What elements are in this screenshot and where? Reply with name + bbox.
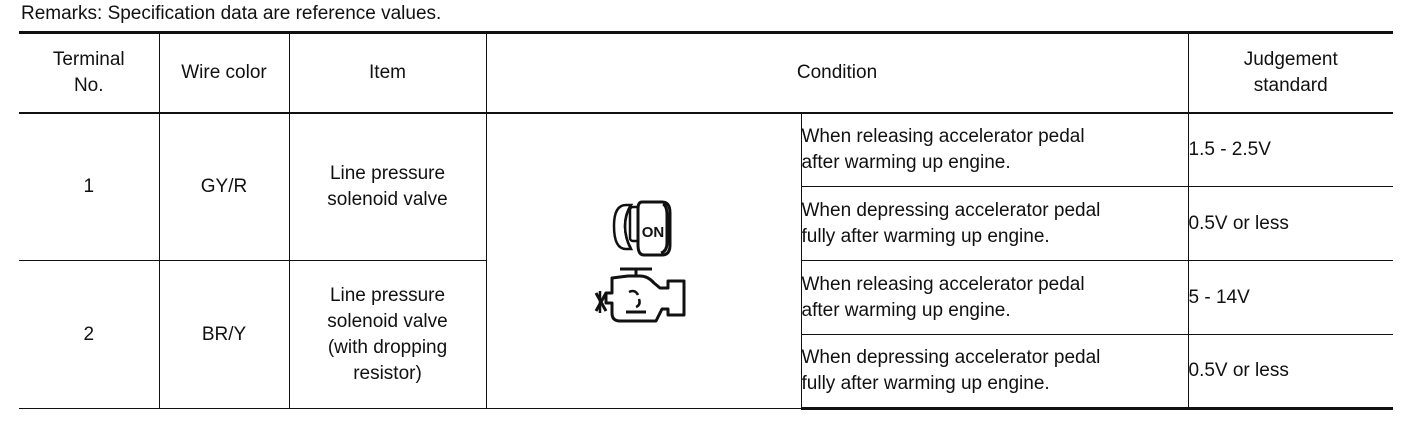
item-cell: Line pressure solenoid valve <box>288 112 487 261</box>
wire-color-cell: BR/Y <box>158 260 290 409</box>
judgement-standard-cell: 0.5V or less <box>1187 334 1393 410</box>
header-wire-color: Wire color <box>158 31 290 114</box>
table-row: When depressing accelerator pedal fully … <box>19 334 1393 410</box>
item-line: solenoid valve <box>327 310 448 332</box>
table-row: 2 BR/Y Line pressure solenoid valve (wit… <box>19 260 1393 409</box>
condition-text-cell: When releasing accelerator pedal after w… <box>800 260 1189 335</box>
condition-line: fully after warming up engine. <box>801 225 1050 247</box>
condition-line: after warming up engine. <box>801 299 1011 321</box>
header-judgement-line1: Judgement <box>1243 48 1338 70</box>
condition-line: When depressing accelerator pedal <box>801 199 1101 221</box>
item-line: Line pressure <box>329 284 446 306</box>
table-row: When depressing accelerator pedal fully … <box>19 186 1393 261</box>
ignition-key-on-icon: ON <box>612 200 671 257</box>
judgement-standard-cell: 5 - 14V <box>1187 260 1393 335</box>
condition-line: When releasing accelerator pedal <box>801 125 1085 147</box>
wire-color-cell: GY/R <box>158 112 290 261</box>
table-header-row: Terminal No. Wire color Item Condition J… <box>19 31 1393 114</box>
header-condition: Condition <box>485 31 1189 114</box>
remarks-note: Remarks: Specification data are referenc… <box>21 3 442 24</box>
header-terminal-line1: Terminal <box>52 48 125 70</box>
header-judgement-standard: Judgement standard <box>1187 31 1393 114</box>
condition-text-cell: When depressing accelerator pedal fully … <box>801 334 1189 410</box>
header-judgement-line2: standard <box>1253 74 1328 96</box>
judgement-standard-cell: 1.5 - 2.5V <box>1187 112 1393 187</box>
condition-line: When depressing accelerator pedal <box>801 347 1101 368</box>
condition-line: fully after warming up engine. <box>801 373 1050 394</box>
header-item: Item <box>288 31 487 114</box>
item-line: solenoid valve <box>327 188 448 210</box>
table-row: 1 GY/R Line pressure solenoid valve ON <box>19 112 1393 409</box>
terminal-number-cell: 2 <box>19 260 160 409</box>
condition-line: When releasing accelerator pedal <box>801 273 1085 295</box>
terminal-number-cell: 1 <box>19 112 160 261</box>
condition-text-cell: When depressing accelerator pedal fully … <box>801 186 1189 261</box>
condition-icons-cell: ON <box>485 112 802 409</box>
item-line: resistor) <box>353 362 422 384</box>
judgement-standard-cell: 0.5V or less <box>1187 186 1393 261</box>
engine-running-icon <box>594 267 685 323</box>
terminal-spec-table: Terminal No. Wire color Item Condition J… <box>19 31 1393 410</box>
condition-text-cell: When releasing accelerator pedal after w… <box>800 112 1189 187</box>
header-terminal-no: Terminal No. <box>19 31 160 114</box>
item-cell: Line pressure solenoid valve (with dropp… <box>288 260 487 409</box>
ignition-on-label: ON <box>641 224 664 241</box>
header-terminal-line2: No. <box>73 74 104 96</box>
item-line: Line pressure <box>329 162 446 184</box>
condition-line: after warming up engine. <box>801 151 1011 173</box>
item-line: (with dropping <box>327 336 448 358</box>
